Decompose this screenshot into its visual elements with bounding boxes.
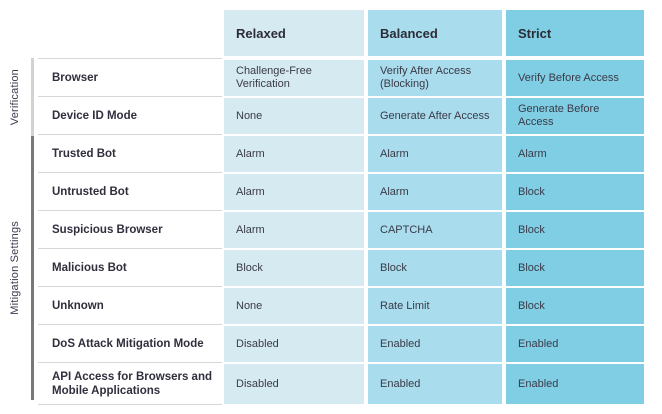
cell-strict-unknown: Block — [506, 286, 644, 324]
group-label-verification: Verification — [0, 58, 30, 136]
column-header-strict: Strict — [506, 10, 644, 58]
column-header-balanced: Balanced — [368, 10, 502, 58]
cell-balanced-unknown: Rate Limit — [368, 286, 502, 324]
cell-balanced-untrusted-bot: Alarm — [368, 172, 502, 210]
row-label-malicious-bot: Malicious Bot — [38, 249, 222, 287]
cell-relaxed-device-id-mode: None — [224, 96, 364, 134]
cell-strict-api-access: Enabled — [506, 362, 644, 404]
cell-balanced-api-access: Enabled — [368, 362, 502, 404]
row-label-browser: Browser — [38, 59, 222, 97]
row-label-suspicious-browser: Suspicious Browser — [38, 211, 222, 249]
cell-strict-suspicious-browser: Block — [506, 210, 644, 248]
cell-relaxed-dos-attack-mitigation-mode: Disabled — [224, 324, 364, 362]
cell-strict-untrusted-bot: Block — [506, 172, 644, 210]
cell-strict-dos-attack-mitigation-mode: Enabled — [506, 324, 644, 362]
cell-balanced-dos-attack-mitigation-mode: Enabled — [368, 324, 502, 362]
group-label-mitigation-settings-text: Mitigation Settings — [9, 221, 21, 315]
cell-relaxed-malicious-bot: Block — [224, 248, 364, 286]
row-label-device-id-mode: Device ID Mode — [38, 97, 222, 135]
group-label-mitigation-settings: Mitigation Settings — [0, 136, 30, 400]
row-label-unknown: Unknown — [38, 287, 222, 325]
cell-strict-browser: Verify Before Access — [506, 58, 644, 96]
cell-balanced-trusted-bot: Alarm — [368, 134, 502, 172]
cell-relaxed-trusted-bot: Alarm — [224, 134, 364, 172]
group-label-verification-text: Verification — [9, 68, 21, 126]
group-bar-mitigation-settings — [31, 136, 34, 400]
row-label-untrusted-bot: Untrusted Bot — [38, 173, 222, 211]
cell-balanced-suspicious-browser: CAPTCHA — [368, 210, 502, 248]
column-relaxed: Relaxed Challenge-Free Verification None… — [224, 10, 364, 404]
row-label-api-access: API Access for Browsers and Mobile Appli… — [38, 363, 222, 405]
column-header-relaxed: Relaxed — [224, 10, 364, 58]
cell-relaxed-suspicious-browser: Alarm — [224, 210, 364, 248]
cell-relaxed-untrusted-bot: Alarm — [224, 172, 364, 210]
cell-strict-malicious-bot: Block — [506, 248, 644, 286]
cell-balanced-browser: Verify After Access (Blocking) — [368, 58, 502, 96]
cell-balanced-malicious-bot: Block — [368, 248, 502, 286]
column-balanced: Balanced Verify After Access (Blocking) … — [368, 10, 502, 404]
column-strict: Strict Verify Before Access Generate Bef… — [506, 10, 644, 404]
cell-balanced-device-id-mode: Generate After Access — [368, 96, 502, 134]
cell-strict-trusted-bot: Alarm — [506, 134, 644, 172]
cell-strict-device-id-mode: Generate Before Access — [506, 96, 644, 134]
row-label-column: Browser Device ID Mode Trusted Bot Untru… — [38, 58, 222, 405]
row-label-dos-attack-mitigation-mode: DoS Attack Mitigation Mode — [38, 325, 222, 363]
row-label-trusted-bot: Trusted Bot — [38, 135, 222, 173]
cell-relaxed-browser: Challenge-Free Verification — [224, 58, 364, 96]
cell-relaxed-unknown: None — [224, 286, 364, 324]
cell-relaxed-api-access: Disabled — [224, 362, 364, 404]
group-bar-verification — [31, 58, 34, 136]
